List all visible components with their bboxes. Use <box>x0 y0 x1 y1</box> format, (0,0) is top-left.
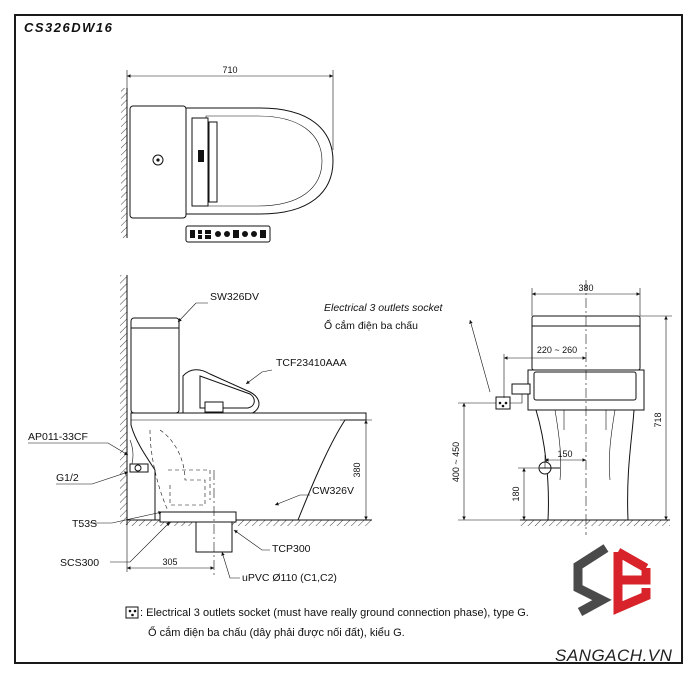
label-seat: SW326DV <box>210 291 259 303</box>
socket-icon <box>125 606 139 619</box>
dim-top-width: 710 <box>222 65 237 75</box>
label-bolt: T53S <box>72 518 97 530</box>
label-seat-part: TCF23410AAA <box>276 357 347 369</box>
label-pipe: uPVC Ø110 (C1,C2) <box>242 572 337 584</box>
dim-socket-height: 400 ~ 450 <box>451 442 461 482</box>
label-outlet: TCP300 <box>272 543 311 555</box>
label-socket-en: Electrical 3 outlets socket <box>324 302 444 314</box>
drawing-title: CS326DW16 <box>24 20 113 35</box>
dim-side-height: 380 <box>352 462 362 477</box>
front-view: Electrical 3 outlets socket Ổ cắm điện b… <box>324 280 672 535</box>
dim-valve-offset: 150 <box>557 449 572 459</box>
label-socket-vi: Ổ cắm điện ba chấu <box>324 319 418 332</box>
note-line-2: Ổ cắm điện ba chấu (dây phải được nối đấ… <box>148 626 405 639</box>
notes: : Electrical 3 outlets socket (must have… <box>125 606 529 639</box>
brand-text: SANGACH.VN <box>555 646 673 665</box>
label-bowl: CW326V <box>312 485 354 497</box>
side-view: 380 305 SW326DV TCF23410AAA AP011-33CF G… <box>28 275 372 584</box>
drawing-frame <box>14 14 683 664</box>
dim-rough-in: 305 <box>162 557 177 567</box>
dim-seat-range: 220 ~ 260 <box>537 345 577 355</box>
label-thread: G1/2 <box>56 472 79 484</box>
dim-total-height: 718 <box>653 412 663 427</box>
note-line-1: : Electrical 3 outlets socket (must have… <box>140 607 529 619</box>
brand-logo <box>572 540 652 622</box>
label-angle-valve: AP011-33CF <box>28 431 88 443</box>
dim-front-width: 380 <box>578 283 593 293</box>
dim-valve-height: 180 <box>511 486 521 501</box>
top-view: 710 <box>121 65 334 243</box>
label-flange: SCS300 <box>60 557 99 569</box>
